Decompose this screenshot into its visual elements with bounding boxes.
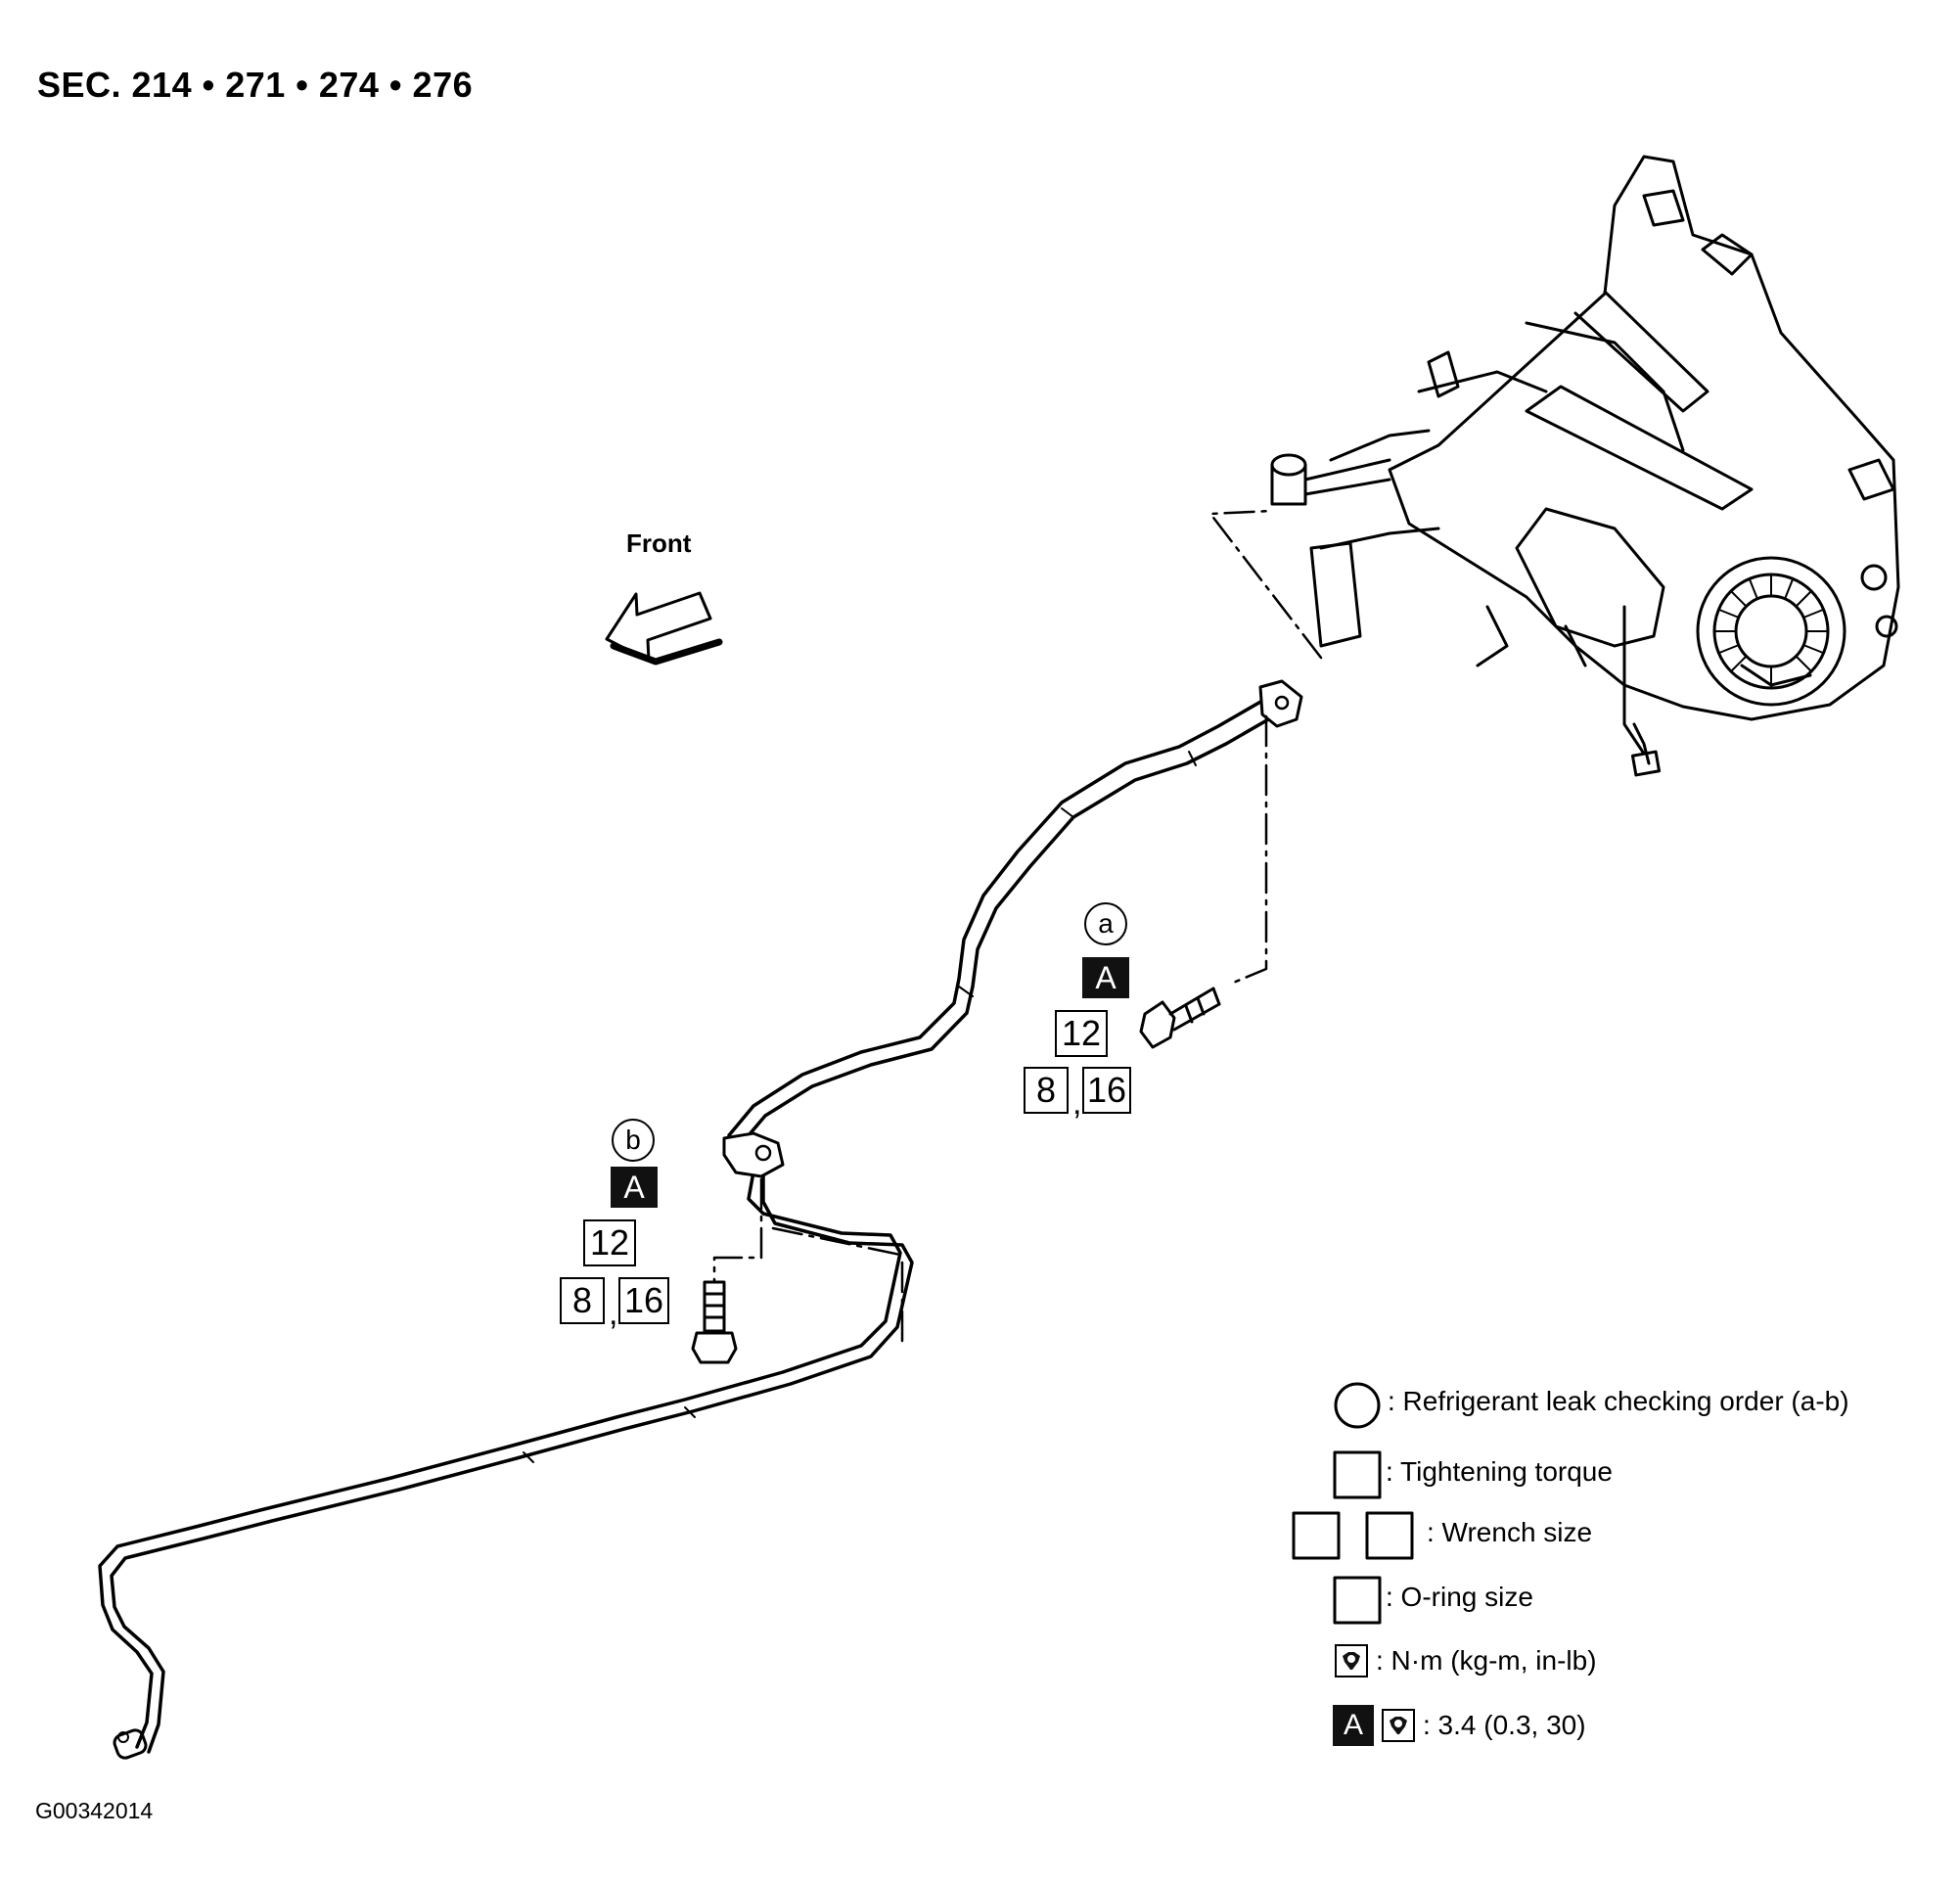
wrench-size-box-a1: 8 bbox=[1024, 1067, 1069, 1114]
pipe-flange-a bbox=[1258, 679, 1303, 728]
legend-wrench-size-text: : Wrench size bbox=[1427, 1517, 1593, 1547]
legend-oring-box-icon bbox=[1333, 1576, 1382, 1625]
torque-wrench-icon bbox=[1335, 1644, 1368, 1677]
legend-torque-key-badge: A bbox=[1333, 1705, 1374, 1746]
section-title: SEC. 214 • 271 • 274 • 276 bbox=[37, 65, 474, 105]
wrench-size-box-b2: 16 bbox=[618, 1277, 669, 1324]
legend-wrench-box-1-icon bbox=[1292, 1511, 1341, 1560]
legend-circle-icon bbox=[1334, 1382, 1381, 1429]
heater-unit-icon bbox=[1270, 155, 1900, 777]
leak-order-badge-b: b bbox=[612, 1119, 655, 1162]
legend-torque-box-icon bbox=[1333, 1450, 1382, 1499]
legend-wrench-box-2-icon bbox=[1365, 1511, 1414, 1560]
leader-lines bbox=[712, 509, 1323, 1343]
tightening-torque-box-b: 12 bbox=[583, 1219, 636, 1266]
refrigerant-pipe bbox=[98, 695, 1279, 1760]
legend-torque-value: A : 3.4 (0.3, 30) bbox=[1333, 1705, 1586, 1746]
legend-leak-order: : Refrigerant leak checking order (a-b) bbox=[1388, 1386, 1849, 1417]
legend-wrench-size: : Wrench size bbox=[1427, 1517, 1592, 1548]
front-arrow-icon bbox=[605, 591, 723, 666]
legend-tightening-torque-text: : Tightening torque bbox=[1386, 1456, 1613, 1487]
legend-oring-size: : O-ring size bbox=[1386, 1582, 1533, 1613]
legend-torque-units-text: : N·m (kg-m, in-lb) bbox=[1376, 1645, 1597, 1676]
wrench-size-box-a2: 16 bbox=[1082, 1067, 1131, 1114]
front-label: Front bbox=[626, 528, 692, 558]
bolt-icon bbox=[691, 1280, 738, 1364]
legend-swatches bbox=[1292, 1382, 1414, 1625]
legend-leak-order-text: : Refrigerant leak checking order (a-b) bbox=[1388, 1386, 1849, 1416]
wrench-size-separator: , bbox=[1072, 1084, 1082, 1122]
leak-order-badge-a: a bbox=[1084, 902, 1127, 945]
torque-wrench-icon bbox=[1382, 1709, 1415, 1742]
tightening-torque-box-a: 12 bbox=[1055, 1010, 1108, 1057]
torque-key-badge-b: A bbox=[611, 1167, 658, 1208]
legend-tightening-torque: : Tightening torque bbox=[1386, 1456, 1613, 1488]
figure-id: G00342014 bbox=[35, 1798, 154, 1823]
legend-torque-units: : N·m (kg-m, in-lb) bbox=[1335, 1644, 1597, 1677]
wrench-size-separator: , bbox=[609, 1295, 618, 1332]
legend-torque-value-text: : 3.4 (0.3, 30) bbox=[1423, 1710, 1586, 1740]
wrench-size-box-b1: 8 bbox=[560, 1277, 605, 1324]
pipe-flange-b bbox=[722, 1131, 785, 1178]
torque-key-badge-a: A bbox=[1082, 957, 1129, 998]
legend-oring-size-text: : O-ring size bbox=[1386, 1582, 1533, 1612]
bolt-icon bbox=[1139, 987, 1221, 1049]
